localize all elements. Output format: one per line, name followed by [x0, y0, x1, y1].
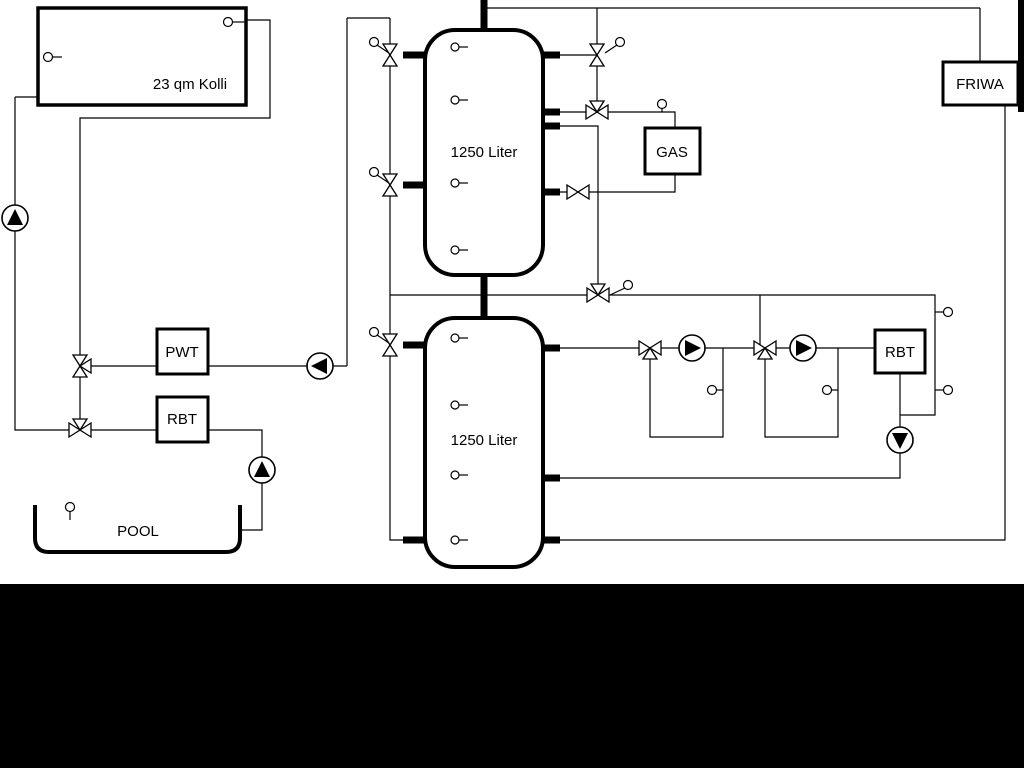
three-way-valve-solar-rbt-icon — [68, 418, 92, 439]
rbt-left-heat-exchanger — [155, 395, 210, 444]
rbt-right-heat-exchanger — [873, 328, 927, 375]
tank-port-stubs — [403, 0, 560, 544]
rbt-right-label: RBT — [885, 344, 915, 361]
buffer-tank-top — [423, 28, 545, 277]
solar-collector — [36, 6, 248, 107]
buffer-tank-bottom — [423, 316, 545, 569]
tank-bottom-label: 1250 Liter — [451, 432, 518, 449]
heating-pump-2-icon — [789, 334, 817, 362]
three-way-valve-mixer-icon — [586, 283, 610, 304]
three-way-valve-gas-supply-icon — [585, 100, 609, 121]
solar-pump-icon — [1, 204, 29, 232]
letterbox-bottom — [0, 584, 1024, 768]
pool-label: POOL — [117, 523, 159, 540]
friwa-station — [941, 60, 1020, 107]
three-way-valve-circuit2-icon — [753, 339, 777, 360]
valve-hot-riser-icon — [588, 43, 606, 67]
pwt-label: PWT — [165, 344, 198, 361]
three-way-valve-solar-pwt-icon — [71, 354, 92, 378]
gas-label: GAS — [656, 144, 688, 161]
three-way-valve-circuit1-icon — [638, 339, 662, 360]
heating-pump-1-icon — [678, 334, 706, 362]
letterbox-right — [1018, 0, 1024, 112]
valve-tank-top-port2-icon — [381, 173, 399, 197]
pwt-heat-exchanger — [155, 327, 210, 376]
rbt-left-label: RBT — [167, 411, 197, 428]
valve-gas-return-icon — [566, 183, 590, 201]
tank-top-label: 1250 Liter — [451, 144, 518, 161]
friwa-label: FRIWA — [956, 76, 1004, 93]
pool-pump-icon — [248, 456, 276, 484]
return-pump-icon — [886, 426, 914, 454]
collector-label: 23 qm Kolli — [153, 76, 227, 93]
sensor-icons — [42, 16, 954, 545]
valve-tank-bottom-port-icon — [381, 333, 399, 357]
gas-boiler — [643, 126, 702, 176]
pool-basin — [33, 505, 242, 554]
valve-tank-top-port1-icon — [381, 43, 399, 67]
charge-pump-icon — [306, 352, 334, 380]
